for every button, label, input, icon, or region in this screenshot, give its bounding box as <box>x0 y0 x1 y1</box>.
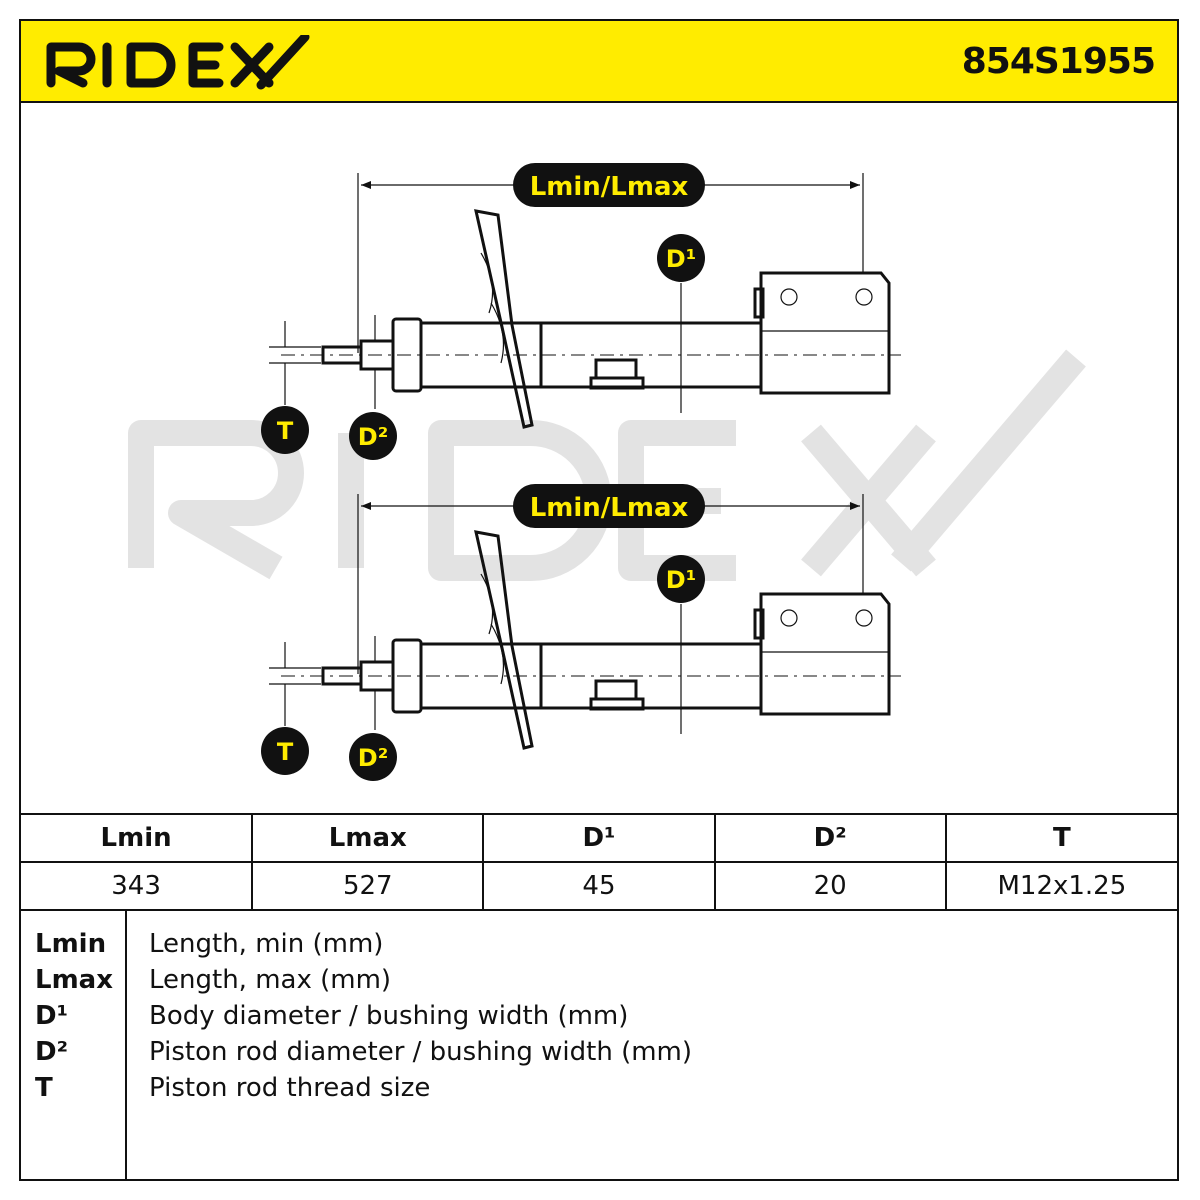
header-d1: D¹ <box>482 813 716 863</box>
header-lmin: Lmin <box>21 813 254 863</box>
legend: Lmin Length, min (mm) Lmax Length, max (… <box>21 911 1177 1179</box>
legend-key: D¹ <box>35 1001 68 1031</box>
d1-badge <box>657 234 705 282</box>
value-d1: 45 <box>482 861 716 911</box>
mount-hole <box>855 609 873 627</box>
value-lmax: 527 <box>251 861 485 911</box>
d2-label: D² <box>358 423 388 451</box>
d2-badge <box>349 733 397 781</box>
header-lmax: Lmax <box>251 813 485 863</box>
d2-badge <box>349 412 397 460</box>
length-badge <box>513 163 705 207</box>
legend-key: Lmin <box>35 929 107 959</box>
mount-hole <box>780 609 798 627</box>
length-label: Lmin/Lmax <box>530 493 689 523</box>
d2-label: D² <box>358 744 388 772</box>
spec-table: Lmin Lmax D¹ D² T 343 527 45 20 M12x1.25 <box>21 813 1177 911</box>
knuckle-bracket <box>759 592 891 716</box>
arrow-head <box>361 181 371 189</box>
t-label: T <box>277 417 294 445</box>
spring-seat-detail <box>480 252 505 364</box>
stabilizer-bracket <box>589 358 645 390</box>
t-label: T <box>277 738 294 766</box>
legend-divider <box>125 911 127 1179</box>
spec-table-header-row: Lmin Lmax D¹ D² T <box>21 813 1177 863</box>
legend-key: D² <box>35 1037 68 1067</box>
length-badge <box>513 484 705 528</box>
legend-desc: Length, max (mm) <box>149 965 392 995</box>
legend-desc: Body diameter / bushing width (mm) <box>149 1001 629 1031</box>
knuckle-bracket <box>759 271 891 395</box>
arrow-head <box>850 502 860 510</box>
mount-hole <box>855 288 873 306</box>
d1-badge <box>657 555 705 603</box>
legend-desc: Length, min (mm) <box>149 929 384 959</box>
spring-seat-detail <box>480 573 505 685</box>
d1-label: D¹ <box>666 245 696 273</box>
value-t: M12x1.25 <box>944 861 1177 911</box>
header-d2: D² <box>713 813 947 863</box>
stabilizer-bracket <box>589 679 645 711</box>
bracket-tab <box>753 287 765 319</box>
value-d2: 20 <box>713 861 947 911</box>
t-badge <box>261 406 309 454</box>
value-lmin: 343 <box>21 861 254 911</box>
arrow-head <box>850 181 860 189</box>
spec-table-value-row: 343 527 45 20 M12x1.25 <box>21 861 1177 911</box>
arrow-head <box>361 502 371 510</box>
ridex-logo <box>46 35 310 90</box>
bracket-tab <box>753 608 765 640</box>
legend-desc: Piston rod thread size <box>149 1073 431 1103</box>
t-badge <box>261 727 309 775</box>
legend-desc: Piston rod diameter / bushing width (mm) <box>149 1037 693 1067</box>
header-t: T <box>944 813 1177 863</box>
legend-key: Lmax <box>35 965 113 995</box>
mount-hole <box>780 288 798 306</box>
header-bar: 854S1955 <box>21 21 1177 103</box>
legend-key: T <box>35 1073 53 1103</box>
spring-seat <box>474 209 534 429</box>
d1-label: D¹ <box>666 566 696 594</box>
spring-seat <box>474 530 534 750</box>
length-label: Lmin/Lmax <box>530 172 689 202</box>
part-number: 854S1955 <box>961 41 1156 82</box>
